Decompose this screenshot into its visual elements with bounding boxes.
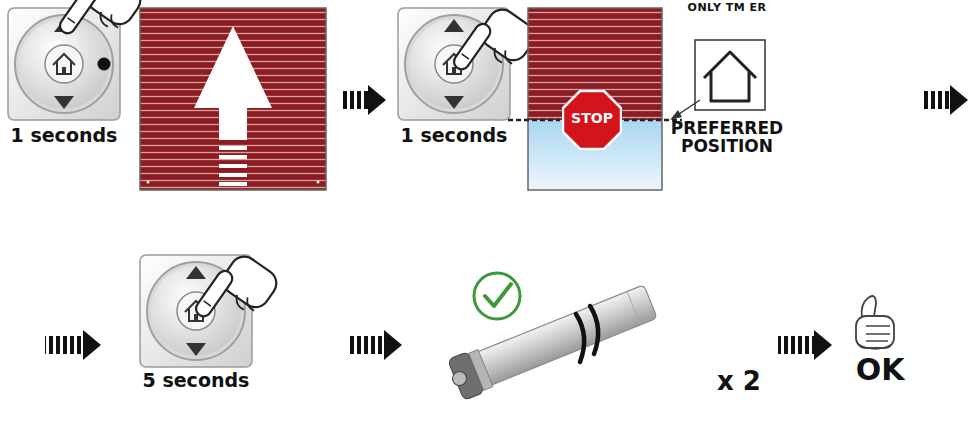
home-icon-box	[670, 40, 765, 120]
stop-sign: STOP	[562, 90, 622, 150]
tubular-motor	[590, 306, 598, 354]
flow-arrow	[45, 336, 83, 354]
shutter-stopped	[508, 8, 682, 190]
flow-arrow	[368, 85, 386, 115]
step-caption: x 2	[705, 366, 773, 396]
check-mark	[485, 284, 511, 306]
flow-arrow	[922, 91, 950, 109]
remote-step: 1 seconds	[398, 8, 510, 150]
arrow-head	[814, 330, 832, 360]
flow-arrow	[340, 85, 386, 115]
preferred-position: ONLY TM ER PREFERRED POSITION	[662, 0, 792, 172]
shutter-stopped	[508, 119, 560, 122]
shutter-up	[219, 164, 247, 168]
home-icon-box	[670, 110, 682, 120]
remote-control	[193, 248, 282, 342]
tubular-motor	[469, 350, 493, 391]
flow-arrow	[922, 85, 968, 115]
flow-arrow	[778, 330, 832, 360]
stop-octagon	[563, 91, 621, 149]
check-mark	[474, 273, 520, 319]
arrow-shaft	[778, 336, 814, 354]
home-icon-box	[704, 52, 756, 101]
step-caption: PREFERRED POSITION	[662, 120, 792, 156]
flow-arrow	[340, 91, 368, 109]
shutter-up	[317, 181, 320, 184]
motor-step: x 2	[405, 260, 775, 410]
step-caption: 1 seconds	[8, 124, 120, 146]
shutter-up	[219, 182, 247, 186]
shutter-up	[140, 8, 326, 190]
step-caption: OK	[835, 352, 925, 387]
step-caption: STOP	[562, 110, 622, 126]
thumbs-up	[862, 296, 876, 318]
note-text: ONLY TM ER	[662, 1, 792, 14]
flow-arrow	[348, 330, 402, 360]
tubular-motor	[462, 285, 657, 392]
thumbs-up	[856, 296, 894, 349]
flow-arrow	[83, 330, 101, 360]
remote-control	[98, 58, 111, 71]
remote-control	[451, 1, 540, 95]
thumbs-up	[866, 326, 890, 341]
remote-control	[140, 248, 282, 367]
shutter-up	[219, 108, 247, 140]
shutter-stopped	[528, 8, 662, 190]
thumbs-up	[858, 344, 892, 349]
ok-step: OK	[835, 290, 925, 400]
shutter-up	[219, 155, 247, 159]
shutter-up	[140, 8, 326, 190]
flow-arrow	[950, 85, 968, 115]
thumbs-up	[856, 316, 894, 348]
shutter-up	[147, 181, 150, 184]
remote-control	[8, 0, 146, 120]
tubular-motor	[627, 291, 640, 324]
shutter-up	[194, 26, 272, 108]
tubular-motor	[450, 369, 468, 387]
step-caption: 1 seconds	[398, 124, 510, 146]
remote-control	[57, 0, 146, 59]
home-icon-box	[695, 40, 765, 110]
arrow-shaft	[348, 336, 384, 354]
remote-step: 5 seconds	[140, 255, 345, 400]
flow-arrow	[45, 330, 101, 360]
shutter-up	[219, 173, 247, 177]
remote-step: 1 seconds	[8, 8, 120, 150]
remote-control	[398, 1, 540, 120]
step-caption: 5 seconds	[140, 369, 252, 391]
tubular-motor	[576, 314, 584, 362]
arrow-head	[384, 330, 402, 360]
check-mark	[474, 273, 520, 319]
shutter-up	[219, 146, 247, 150]
